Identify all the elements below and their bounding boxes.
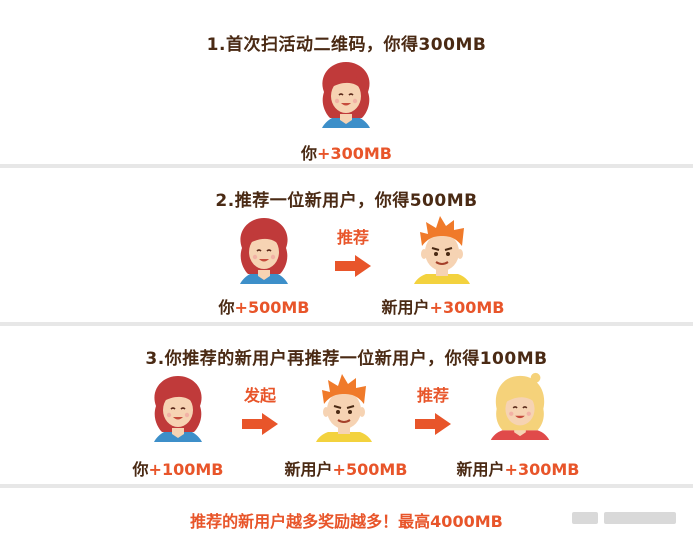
arrow-label: 推荐 [336,228,369,247]
step-2-you-caption: 你+500MB [194,294,334,318]
you-amount: +100MB [148,460,224,479]
new-user-label: 新用户 [456,460,505,479]
new-user-amount: +500MB [332,460,408,479]
you-label: 你 [218,298,235,317]
step-3-section: 3.你推荐的新用户再推荐一位新用户，你得100MB 发起 [0,326,693,484]
arrow-right-icon [242,413,278,435]
boy-avatar-icon [414,216,470,284]
step-2-new-user-caption: 新用户+300MB [362,294,524,318]
divider [0,322,693,326]
new-user-label: 新用户 [284,460,333,479]
new-user-amount: +300MB [429,298,505,317]
max-reward-footer: 推荐的新用户越多奖励越多！最高4000MB [190,512,503,531]
watermark-blur [604,512,676,524]
arrow-label: 发起 [243,386,276,405]
arrow-right-icon [415,413,451,435]
watermark-blur [572,512,598,524]
you-label: 你 [301,144,318,163]
divider [0,164,693,168]
arrow-label: 推荐 [416,386,449,405]
step-3-title: 3.你推荐的新用户再推荐一位新用户，你得100MB [145,349,548,369]
step-3-you-caption: 你+100MB [108,456,248,480]
step-2-title: 2.推荐一位新用户，你得500MB [215,191,478,211]
woman-avatar-icon [322,62,370,128]
step-2-section: 2.推荐一位新用户，你得500MB 推荐 [0,168,693,324]
woman-avatar-icon [240,218,288,284]
initiate-arrow: 发起 [230,382,290,440]
step-3-new-user-2-caption: 新用户+300MB [436,456,600,480]
you-amount: +500MB [234,298,310,317]
step-1-section: 1.首次扫活动二维码，你得300MB 你+300MB [0,0,693,166]
recommend-arrow: 推荐 [403,382,463,440]
girl-avatar-icon [490,372,550,440]
boy-avatar-icon [316,374,372,442]
recommend-arrow: 推荐 [323,224,383,282]
arrow-right-icon [335,255,371,277]
new-user-amount: +300MB [504,460,580,479]
you-amount: +300MB [317,144,392,163]
divider [0,484,693,488]
new-user-label: 新用户 [381,298,430,317]
you-label: 你 [132,460,149,479]
step-3-new-user-1-caption: 新用户+500MB [264,456,428,480]
step-1-you-caption: 你+300MB [0,140,693,164]
woman-avatar-icon [154,376,202,442]
step-1-title: 1.首次扫活动二维码，你得300MB [206,35,487,55]
